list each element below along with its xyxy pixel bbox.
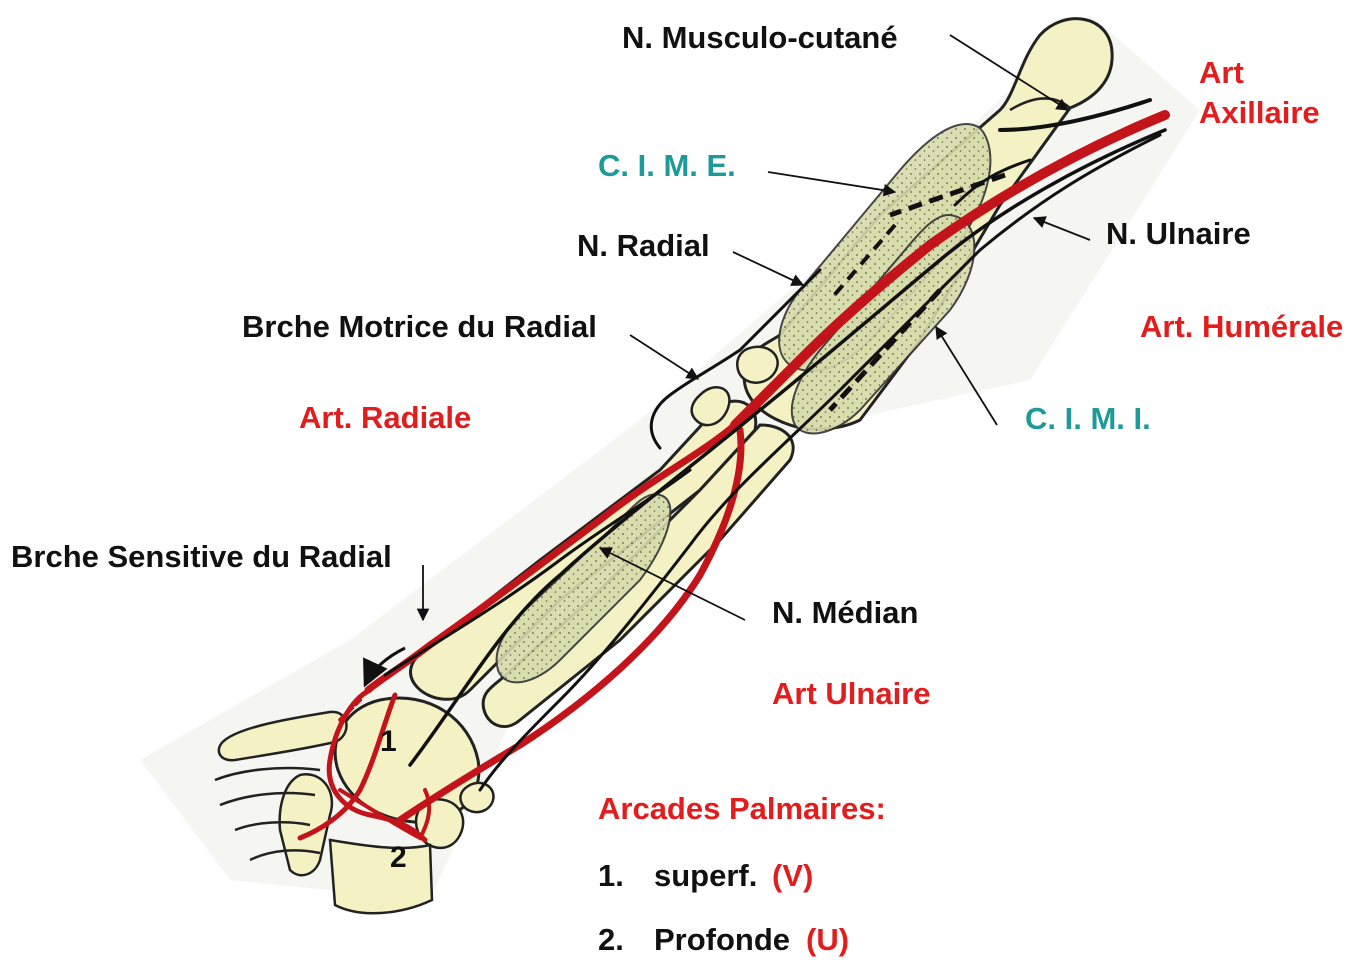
marker-2: 2 xyxy=(390,843,407,873)
label-brche-motrice: Brche Motrice du Radial xyxy=(242,311,597,342)
label-n-ulnaire: N. Ulnaire xyxy=(1106,218,1251,249)
label-n-median: N. Médian xyxy=(772,597,918,628)
legend-title: Arcades Palmaires: xyxy=(598,793,886,824)
label-art-ulnaire: Art Ulnaire xyxy=(772,678,930,709)
legend-item-1-code: (V) xyxy=(772,860,813,891)
label-art-humerale: Art. Humérale xyxy=(1140,311,1343,342)
label-brche-sensitive: Brche Sensitive du Radial xyxy=(11,541,392,572)
legend-item-2-text: Profonde xyxy=(654,924,790,955)
label-art-axillaire-line2: Axillaire xyxy=(1199,97,1320,128)
label-art-radiale: Art. Radiale xyxy=(299,402,471,433)
label-art-axillaire-line1: Art xyxy=(1199,57,1244,88)
marker-1: 1 xyxy=(380,727,397,757)
legend-item-2-number: 2. xyxy=(598,924,624,955)
label-n-radial: N. Radial xyxy=(577,230,710,261)
legend-item-1-number: 1. xyxy=(598,860,624,891)
legend-item-1-text: superf. xyxy=(654,860,757,891)
label-cimi: C. I. M. I. xyxy=(1025,403,1151,434)
label-n-musculo-cutane: N. Musculo-cutané xyxy=(622,22,898,53)
label-cime: C. I. M. E. xyxy=(598,150,736,181)
legend-item-2-code: (U) xyxy=(806,924,849,955)
